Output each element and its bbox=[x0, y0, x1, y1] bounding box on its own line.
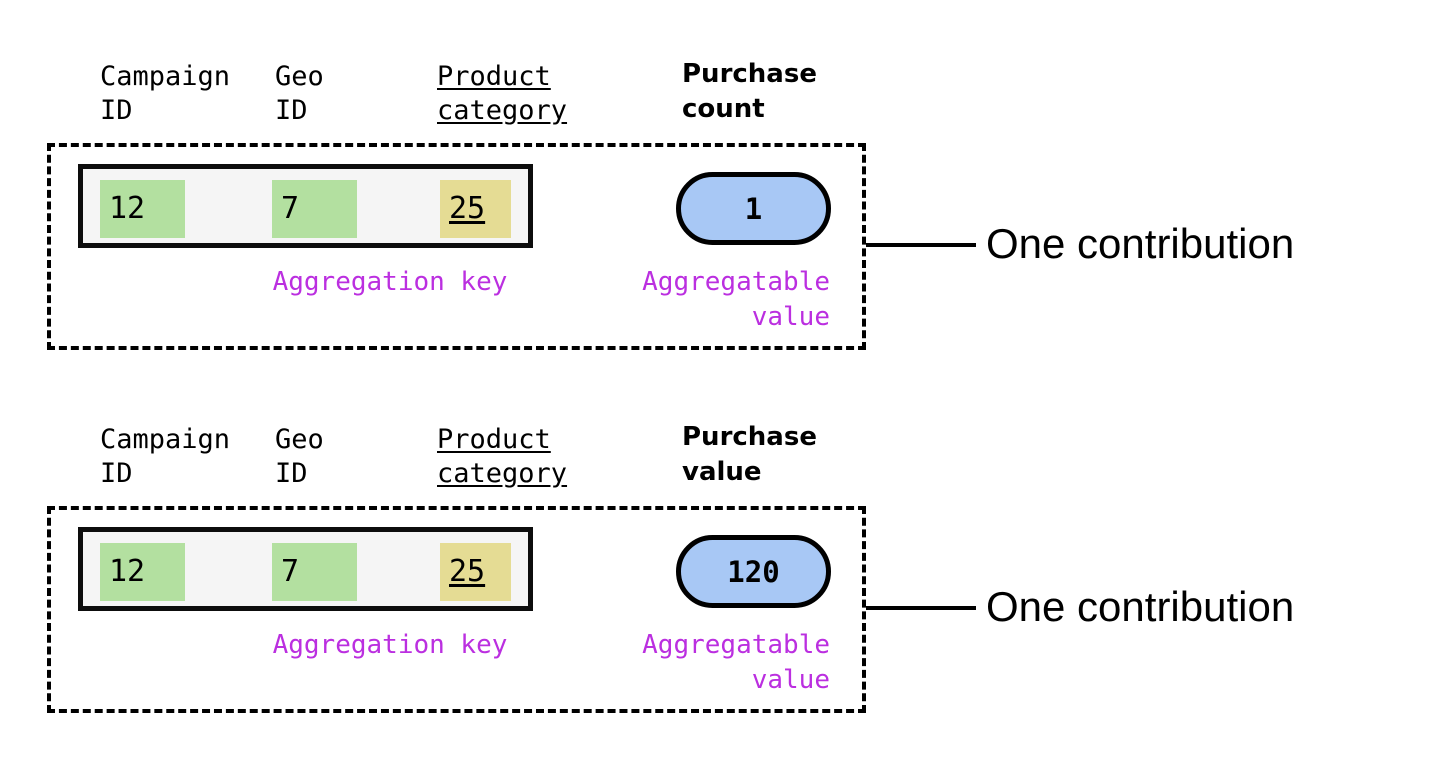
column-headers: Campaign ID Geo ID Product category Purc… bbox=[100, 59, 817, 140]
aggregatable-value-pill: 1 bbox=[676, 172, 831, 245]
key-cell-product-category: 25 bbox=[440, 180, 511, 238]
header-geo-id: Geo ID bbox=[275, 424, 324, 489]
key-cell-campaign-id-value: 12 bbox=[109, 191, 146, 226]
header-product-category: Product category bbox=[437, 61, 568, 126]
key-cell-product-category-value: 25 bbox=[449, 191, 486, 226]
annotation-aggregatable-value: Aggregatable value bbox=[642, 267, 830, 332]
column-headers: Campaign ID Geo ID Product category Purc… bbox=[100, 422, 817, 503]
header-geo-id: Geo ID bbox=[275, 61, 324, 126]
header-measure: Purchase count bbox=[682, 59, 817, 124]
header-product-category: Product category bbox=[437, 424, 568, 489]
callout-label-one-contribution: One contribution bbox=[986, 220, 1295, 267]
callout-leader-line bbox=[866, 606, 976, 610]
contribution-boundary bbox=[47, 143, 866, 350]
key-cell-campaign-id: 12 bbox=[100, 543, 185, 601]
annotation-aggregation-key: Aggregation key bbox=[272, 630, 508, 660]
header-campaign-id: Campaign ID bbox=[100, 424, 231, 489]
key-cell-geo-id: 7 bbox=[272, 180, 357, 238]
aggregation-key-box: 12 7 25 bbox=[78, 527, 533, 611]
key-cell-campaign-id: 12 bbox=[100, 180, 185, 238]
key-cell-geo-id-value: 7 bbox=[281, 554, 300, 589]
key-cell-campaign-id-value: 12 bbox=[109, 554, 146, 589]
header-measure: Purchase value bbox=[682, 422, 817, 487]
header-campaign-id: Campaign ID bbox=[100, 61, 231, 126]
annotation-aggregatable-value: Aggregatable value bbox=[642, 630, 830, 695]
contribution-boundary bbox=[47, 506, 866, 713]
aggregation-key-box: 12 7 25 bbox=[78, 164, 533, 248]
callout-label-one-contribution: One contribution bbox=[986, 583, 1295, 630]
key-cell-product-category-value: 25 bbox=[449, 554, 486, 589]
annotation-aggregation-key: Aggregation key bbox=[272, 267, 508, 297]
key-cell-geo-id: 7 bbox=[272, 543, 357, 601]
key-cell-geo-id-value: 7 bbox=[281, 191, 300, 226]
key-cell-product-category: 25 bbox=[440, 543, 511, 601]
callout-leader-line bbox=[866, 243, 976, 247]
aggregatable-value-pill: 120 bbox=[676, 535, 831, 608]
